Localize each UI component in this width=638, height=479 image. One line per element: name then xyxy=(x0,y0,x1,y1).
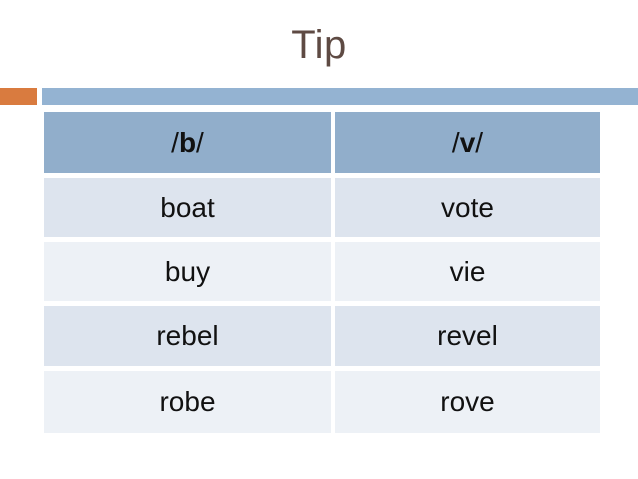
table-cell-b-word-2: buy xyxy=(44,242,331,301)
table-cell-b-word-3: rebel xyxy=(44,306,331,366)
phoneme-letter-v: v xyxy=(459,126,476,158)
phoneme-slash-right: / xyxy=(475,126,484,158)
table-cell-b-word-1: boat xyxy=(44,178,331,237)
accent-blue-bar xyxy=(42,88,638,105)
table-cell-b-word-4: robe xyxy=(44,371,331,433)
title-accent-row xyxy=(0,88,638,105)
table-cell-v-word-3: revel xyxy=(335,306,600,366)
phoneme-slash-left: / xyxy=(451,126,460,158)
phoneme-comparison-table: /b/ /v/ boat vote buy vie rebel revel ro… xyxy=(44,112,600,433)
table-cell-v-word-1: vote xyxy=(335,178,600,237)
table-cell-v-word-4: rove xyxy=(335,371,600,433)
phoneme-slash-right: / xyxy=(196,126,204,158)
phoneme-slash-left: / xyxy=(171,126,179,158)
slide-title: Tip xyxy=(291,23,347,67)
accent-orange-block xyxy=(0,88,37,105)
table-header-cell-v: /v/ xyxy=(335,112,600,173)
table-cell-v-word-2: vie xyxy=(335,242,600,301)
phoneme-letter-b: b xyxy=(178,126,197,158)
table-header-cell-b: /b/ xyxy=(44,112,331,173)
